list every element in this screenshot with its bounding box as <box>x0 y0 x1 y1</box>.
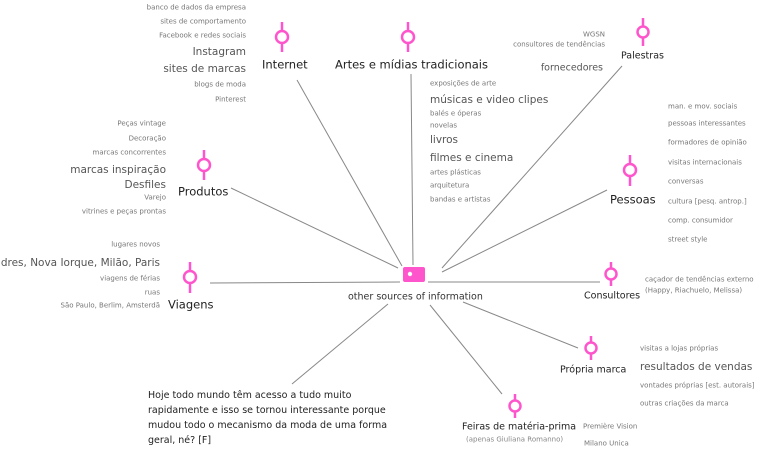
list-item: marcas concorrentes <box>92 148 166 157</box>
list-item: resultados de vendas <box>640 360 753 373</box>
list-item: marcas inspiração <box>70 163 166 176</box>
list-item: visitas a lojas próprias <box>640 344 719 353</box>
quote-text: Hoje todo mundo têm acesso a tudo muito … <box>148 390 388 446</box>
node-produtos: Produtos <box>178 184 229 199</box>
list-item: consultores de tendências <box>513 40 605 49</box>
list-item: WGSN <box>582 30 605 39</box>
list-item: Instagram <box>192 45 246 58</box>
node-consultores: Consultores <box>584 290 641 302</box>
pin-icon-feiras <box>508 394 522 418</box>
list-item: vitrines e peças prontas <box>81 207 166 216</box>
list-item: comp. consumidor <box>668 216 733 225</box>
list-item: pessoas interessantes <box>668 119 746 128</box>
pin-icon-propria <box>584 336 598 360</box>
list-item: fornecedores <box>540 62 603 74</box>
list-item: exposições de arte <box>430 79 497 88</box>
node-viagens: Viagens <box>168 297 214 312</box>
node-palestras: Palestras <box>621 50 664 62</box>
list-item: Londres, Nova Iorque, Milão, Paris <box>0 256 160 269</box>
list-item: artes plásticas <box>430 168 481 177</box>
list-item: sites de comportamento <box>160 17 246 26</box>
pin-icon-internet <box>274 22 290 52</box>
list-item: São Paulo, Berlim, Amsterdã <box>60 301 161 310</box>
list-item: viagens de férias <box>100 274 160 283</box>
node-internet: Internet <box>262 57 308 72</box>
line-produtos <box>230 187 399 269</box>
list-item: banco de dados da empresa <box>146 3 246 12</box>
list-item: caçador de tendências externo <box>645 275 754 284</box>
pin-icon-consultores <box>604 262 618 286</box>
list-item: balés e óperas <box>430 109 482 118</box>
line-internet <box>296 79 403 267</box>
line-feiras <box>429 304 503 395</box>
pin-icon-artes <box>400 22 416 52</box>
list-item: novelas <box>430 121 458 130</box>
pin-icon-produtos <box>196 150 212 180</box>
node-propria-marca: Própria marca <box>560 364 627 376</box>
line-palestras <box>441 65 623 269</box>
list-item: Première Vision <box>583 422 638 431</box>
list-item: blogs de moda <box>194 80 246 89</box>
list-item: livros <box>430 133 459 146</box>
list-item: Decoração <box>128 134 166 143</box>
list-item: vontades próprias [est. autorais] <box>640 381 755 390</box>
list-item: músicas e video clipes <box>430 93 549 106</box>
list-item: cultura [pesq. antrop.] <box>668 197 747 206</box>
list-item: Pinterest <box>215 95 246 104</box>
list-item: ruas <box>144 288 160 297</box>
list-item: Peças vintage <box>117 119 166 128</box>
list-item: bandas e artistas <box>430 195 491 204</box>
line-quote <box>291 303 389 385</box>
node-pessoas: Pessoas <box>610 192 656 207</box>
list-item: sites de marcas <box>163 62 246 75</box>
line-viagens <box>209 281 401 284</box>
list-item: Varejo <box>144 193 166 202</box>
node-feiras-sublabel: (apenas Giuliana Romanno) <box>466 435 564 444</box>
list-item: conversas <box>668 177 704 186</box>
list-item: Facebook e redes sociais <box>159 31 246 40</box>
list-item: outras criações da marca <box>640 399 729 408</box>
pin-icon-pessoas <box>622 155 638 186</box>
center-label: other sources of information <box>348 291 483 303</box>
line-pessoas <box>441 189 608 273</box>
pin-icon-viagens <box>182 262 198 293</box>
list-item: street style <box>668 235 708 244</box>
list-item: filmes e cinema <box>430 151 514 164</box>
list-item: arquitetura <box>430 181 470 190</box>
list-item: Desfiles <box>124 178 166 191</box>
list-item: formadores de opinião <box>668 138 747 147</box>
tag-icon-center <box>403 267 425 282</box>
node-artes: Artes e mídias tradicionais <box>335 57 488 72</box>
line-artes <box>410 73 414 266</box>
node-feiras: Feiras de matéria-prima <box>462 421 577 433</box>
list-item: lugares novos <box>111 240 160 249</box>
list-item: visitas internacionais <box>668 158 742 167</box>
list-item: Milano Unica <box>584 439 629 448</box>
line-propria <box>462 301 579 349</box>
list-item: man. e mov. sociais <box>668 102 738 111</box>
pin-icon-palestras <box>636 18 650 46</box>
list-item: (Happy, Riachuelo, Melissa) <box>645 286 743 295</box>
